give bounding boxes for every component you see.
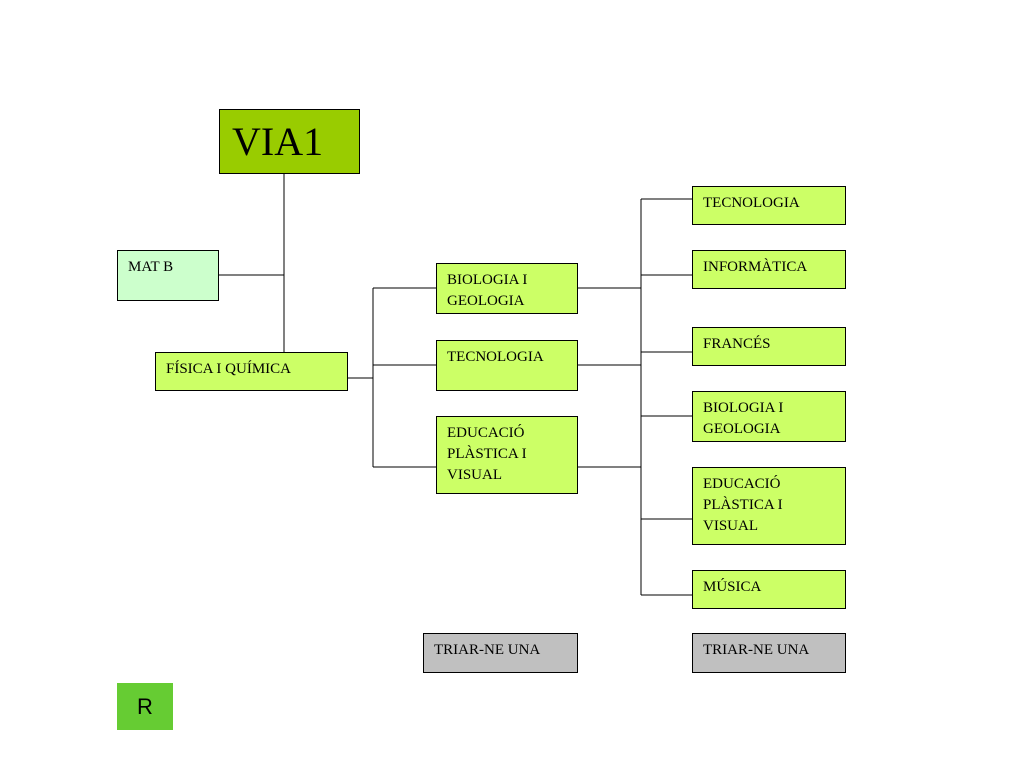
group1-option-educacio-plastica: EDUCACIÓ PLÀSTICA I VISUAL	[436, 416, 578, 494]
group2-option-musica: MÚSICA	[692, 570, 846, 609]
group1-option-tecnologia: TECNOLOGIA	[436, 340, 578, 391]
group2-option-educacio-plastica: EDUCACIÓ PLÀSTICA I VISUAL	[692, 467, 846, 545]
root-node-via1: VIA1	[219, 109, 360, 174]
group1-note: TRIAR-NE UNA	[423, 633, 578, 673]
group2-option-tecnologia: TECNOLOGIA	[692, 186, 846, 225]
group2-option-frances: FRANCÉS	[692, 327, 846, 366]
node-fisica-quimica: FÍSICA I QUÍMICA	[155, 352, 348, 391]
group2-option-informatica: INFORMÀTICA	[692, 250, 846, 289]
group2-note: TRIAR-NE UNA	[692, 633, 846, 673]
group2-option-biologia-geologia: BIOLOGIA I GEOLOGIA	[692, 391, 846, 442]
node-mat-b: MAT B	[117, 250, 219, 301]
reset-button[interactable]: R	[117, 683, 173, 730]
group1-option-biologia-geologia: BIOLOGIA I GEOLOGIA	[436, 263, 578, 314]
